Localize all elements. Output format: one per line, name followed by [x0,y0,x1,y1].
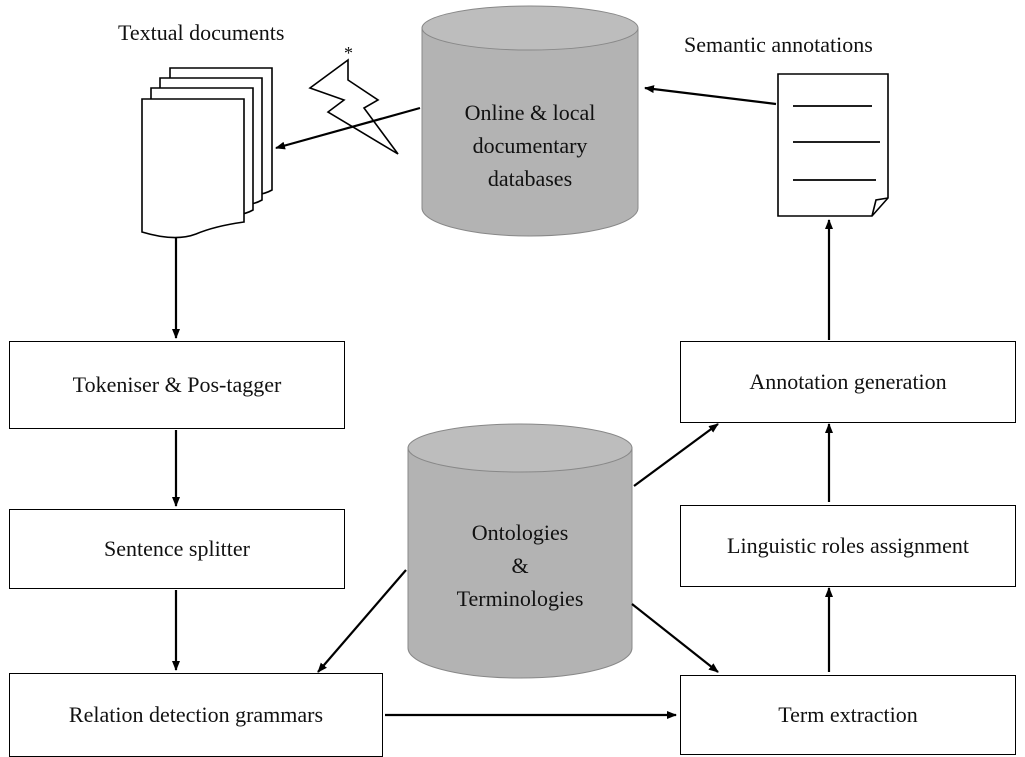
stacked-documents-icon [141,67,273,239]
semantic-annotations-label: Semantic annotations [684,32,873,57]
annotation-document-icon [777,73,889,217]
arrow-db-to-documents [275,106,421,150]
arrow-ontologies-to-relation [317,569,407,673]
ontologies-label: Ontologies & Terminologies [408,516,632,615]
annotation-generation-box: Annotation generation [680,341,1016,423]
arrow-ontologies-to-term [631,603,719,673]
arrow-annotations-to-db [644,85,777,106]
ontologies-line1: Ontologies [471,520,569,545]
arrow-ontologies-to-annotation [633,423,719,487]
databases-line2: documentary [472,133,588,158]
relation-detection-box: Relation detection grammars [9,673,383,757]
databases-line1: Online & local [464,100,596,125]
databases-cylinder [421,5,639,237]
databases-label: Online & local documentary databases [422,96,638,195]
lightning-bolt-icon [308,58,399,155]
linguistic-roles-box: Linguistic roles assignment [680,505,1016,587]
ontologies-line2: & [511,553,529,578]
tokeniser-box: Tokeniser & Pos-tagger [9,341,345,429]
flow-arrows [172,85,833,719]
sentence-splitter-box: Sentence splitter [9,509,345,589]
textual-documents-label: Textual documents [118,20,285,45]
databases-line3: databases [487,166,573,191]
lightning-marker: * [344,43,353,63]
term-extraction-box: Term extraction [680,675,1016,755]
ontologies-cylinder [407,423,633,679]
ontologies-line3: Terminologies [456,586,584,611]
